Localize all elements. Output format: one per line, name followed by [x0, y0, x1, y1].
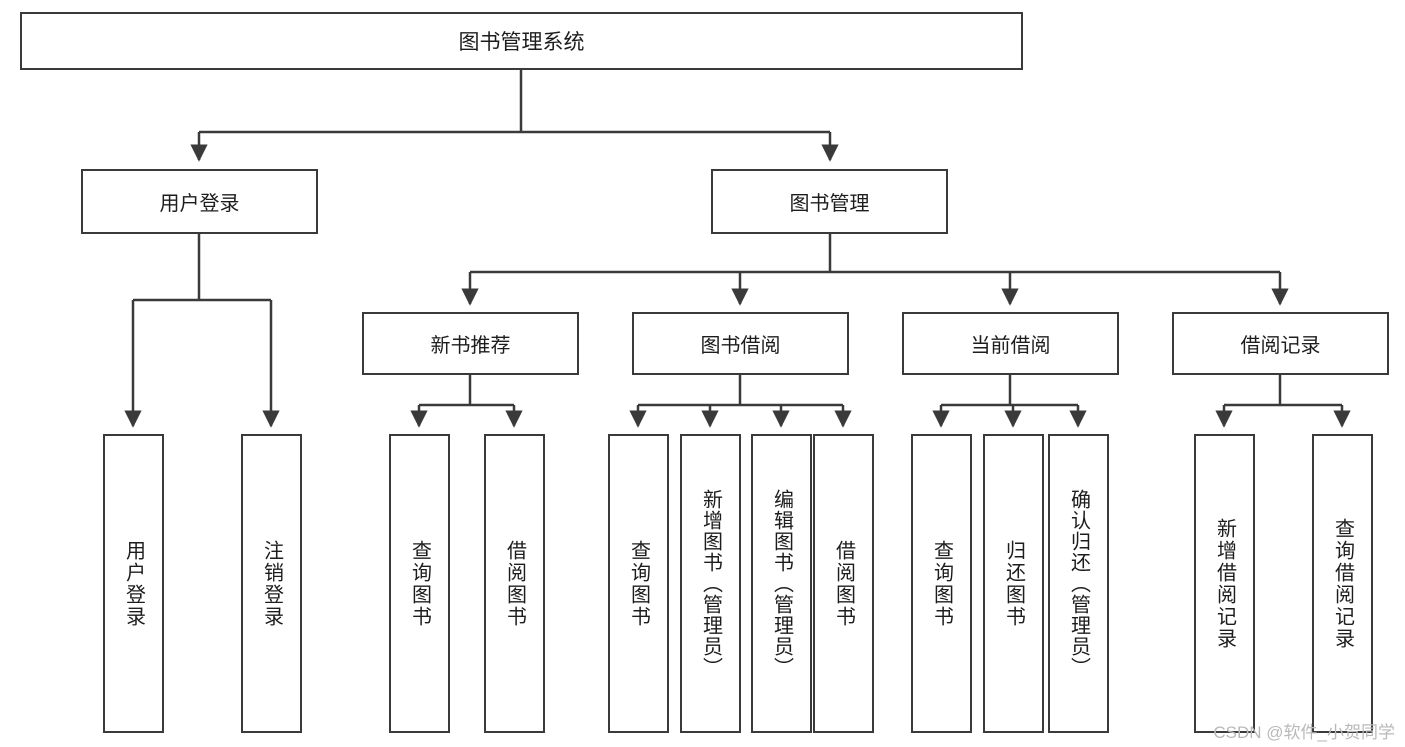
leaf-borrow-edit-book-admin-label: 编辑图书（管理员）: [770, 489, 793, 678]
node-book-borrow-label: 图书借阅: [700, 335, 781, 357]
watermark-text: CSDN @软件_小贺同学: [1213, 723, 1395, 742]
node-root-label: 图书管理系统: [458, 31, 585, 54]
leaf-record-add-label: 新增借阅记录: [1213, 517, 1236, 650]
leaf-borrow-add-book-admin[interactable]: 新增图书（管理员）: [680, 434, 741, 733]
leaf-record-query[interactable]: 查询借阅记录: [1312, 434, 1373, 733]
leaf-logout[interactable]: 注销登录: [241, 434, 302, 733]
leaf-borrow-borrow-book[interactable]: 借阅图书: [813, 434, 874, 733]
leaf-newbook-borrow-book[interactable]: 借阅图书: [484, 434, 545, 733]
leaf-current-confirm-return-admin[interactable]: 确认归还（管理员）: [1048, 434, 1109, 733]
node-book-manage-label: 图书管理: [789, 193, 870, 215]
leaf-record-add[interactable]: 新增借阅记录: [1194, 434, 1255, 733]
node-user-login[interactable]: 用户登录: [81, 169, 318, 234]
leaf-current-return-book[interactable]: 归还图书: [983, 434, 1044, 733]
leaf-borrow-query-book[interactable]: 查询图书: [608, 434, 669, 733]
node-borrow-record-label: 借阅记录: [1240, 335, 1321, 357]
node-borrow-record[interactable]: 借阅记录: [1172, 312, 1389, 375]
leaf-logout-label: 注销登录: [260, 539, 283, 628]
leaf-user-login[interactable]: 用户登录: [103, 434, 164, 733]
node-book-borrow[interactable]: 图书借阅: [632, 312, 849, 375]
leaf-borrow-query-book-label: 查询图书: [627, 539, 650, 628]
node-current-borrow[interactable]: 当前借阅: [902, 312, 1119, 375]
leaf-current-query-book-label: 查询图书: [930, 539, 953, 628]
node-current-borrow-label: 当前借阅: [970, 335, 1051, 357]
leaf-borrow-edit-book-admin[interactable]: 编辑图书（管理员）: [751, 434, 812, 733]
node-book-manage[interactable]: 图书管理: [711, 169, 948, 234]
leaf-user-login-label: 用户登录: [122, 539, 145, 628]
node-new-book-recommend[interactable]: 新书推荐: [362, 312, 579, 375]
leaf-borrow-add-book-admin-label: 新增图书（管理员）: [699, 489, 722, 678]
node-new-book-recommend-label: 新书推荐: [430, 335, 511, 357]
leaf-newbook-query-book[interactable]: 查询图书: [389, 434, 450, 733]
leaf-newbook-query-book-label: 查询图书: [408, 539, 431, 628]
leaf-current-confirm-return-admin-label: 确认归还（管理员）: [1067, 489, 1090, 678]
leaf-current-query-book[interactable]: 查询图书: [911, 434, 972, 733]
node-root[interactable]: 图书管理系统: [20, 12, 1023, 70]
leaf-newbook-borrow-book-label: 借阅图书: [503, 539, 526, 628]
leaf-record-query-label: 查询借阅记录: [1331, 517, 1354, 650]
leaf-borrow-borrow-book-label: 借阅图书: [832, 539, 855, 628]
node-user-login-label: 用户登录: [159, 193, 240, 215]
leaf-current-return-book-label: 归还图书: [1002, 539, 1025, 628]
